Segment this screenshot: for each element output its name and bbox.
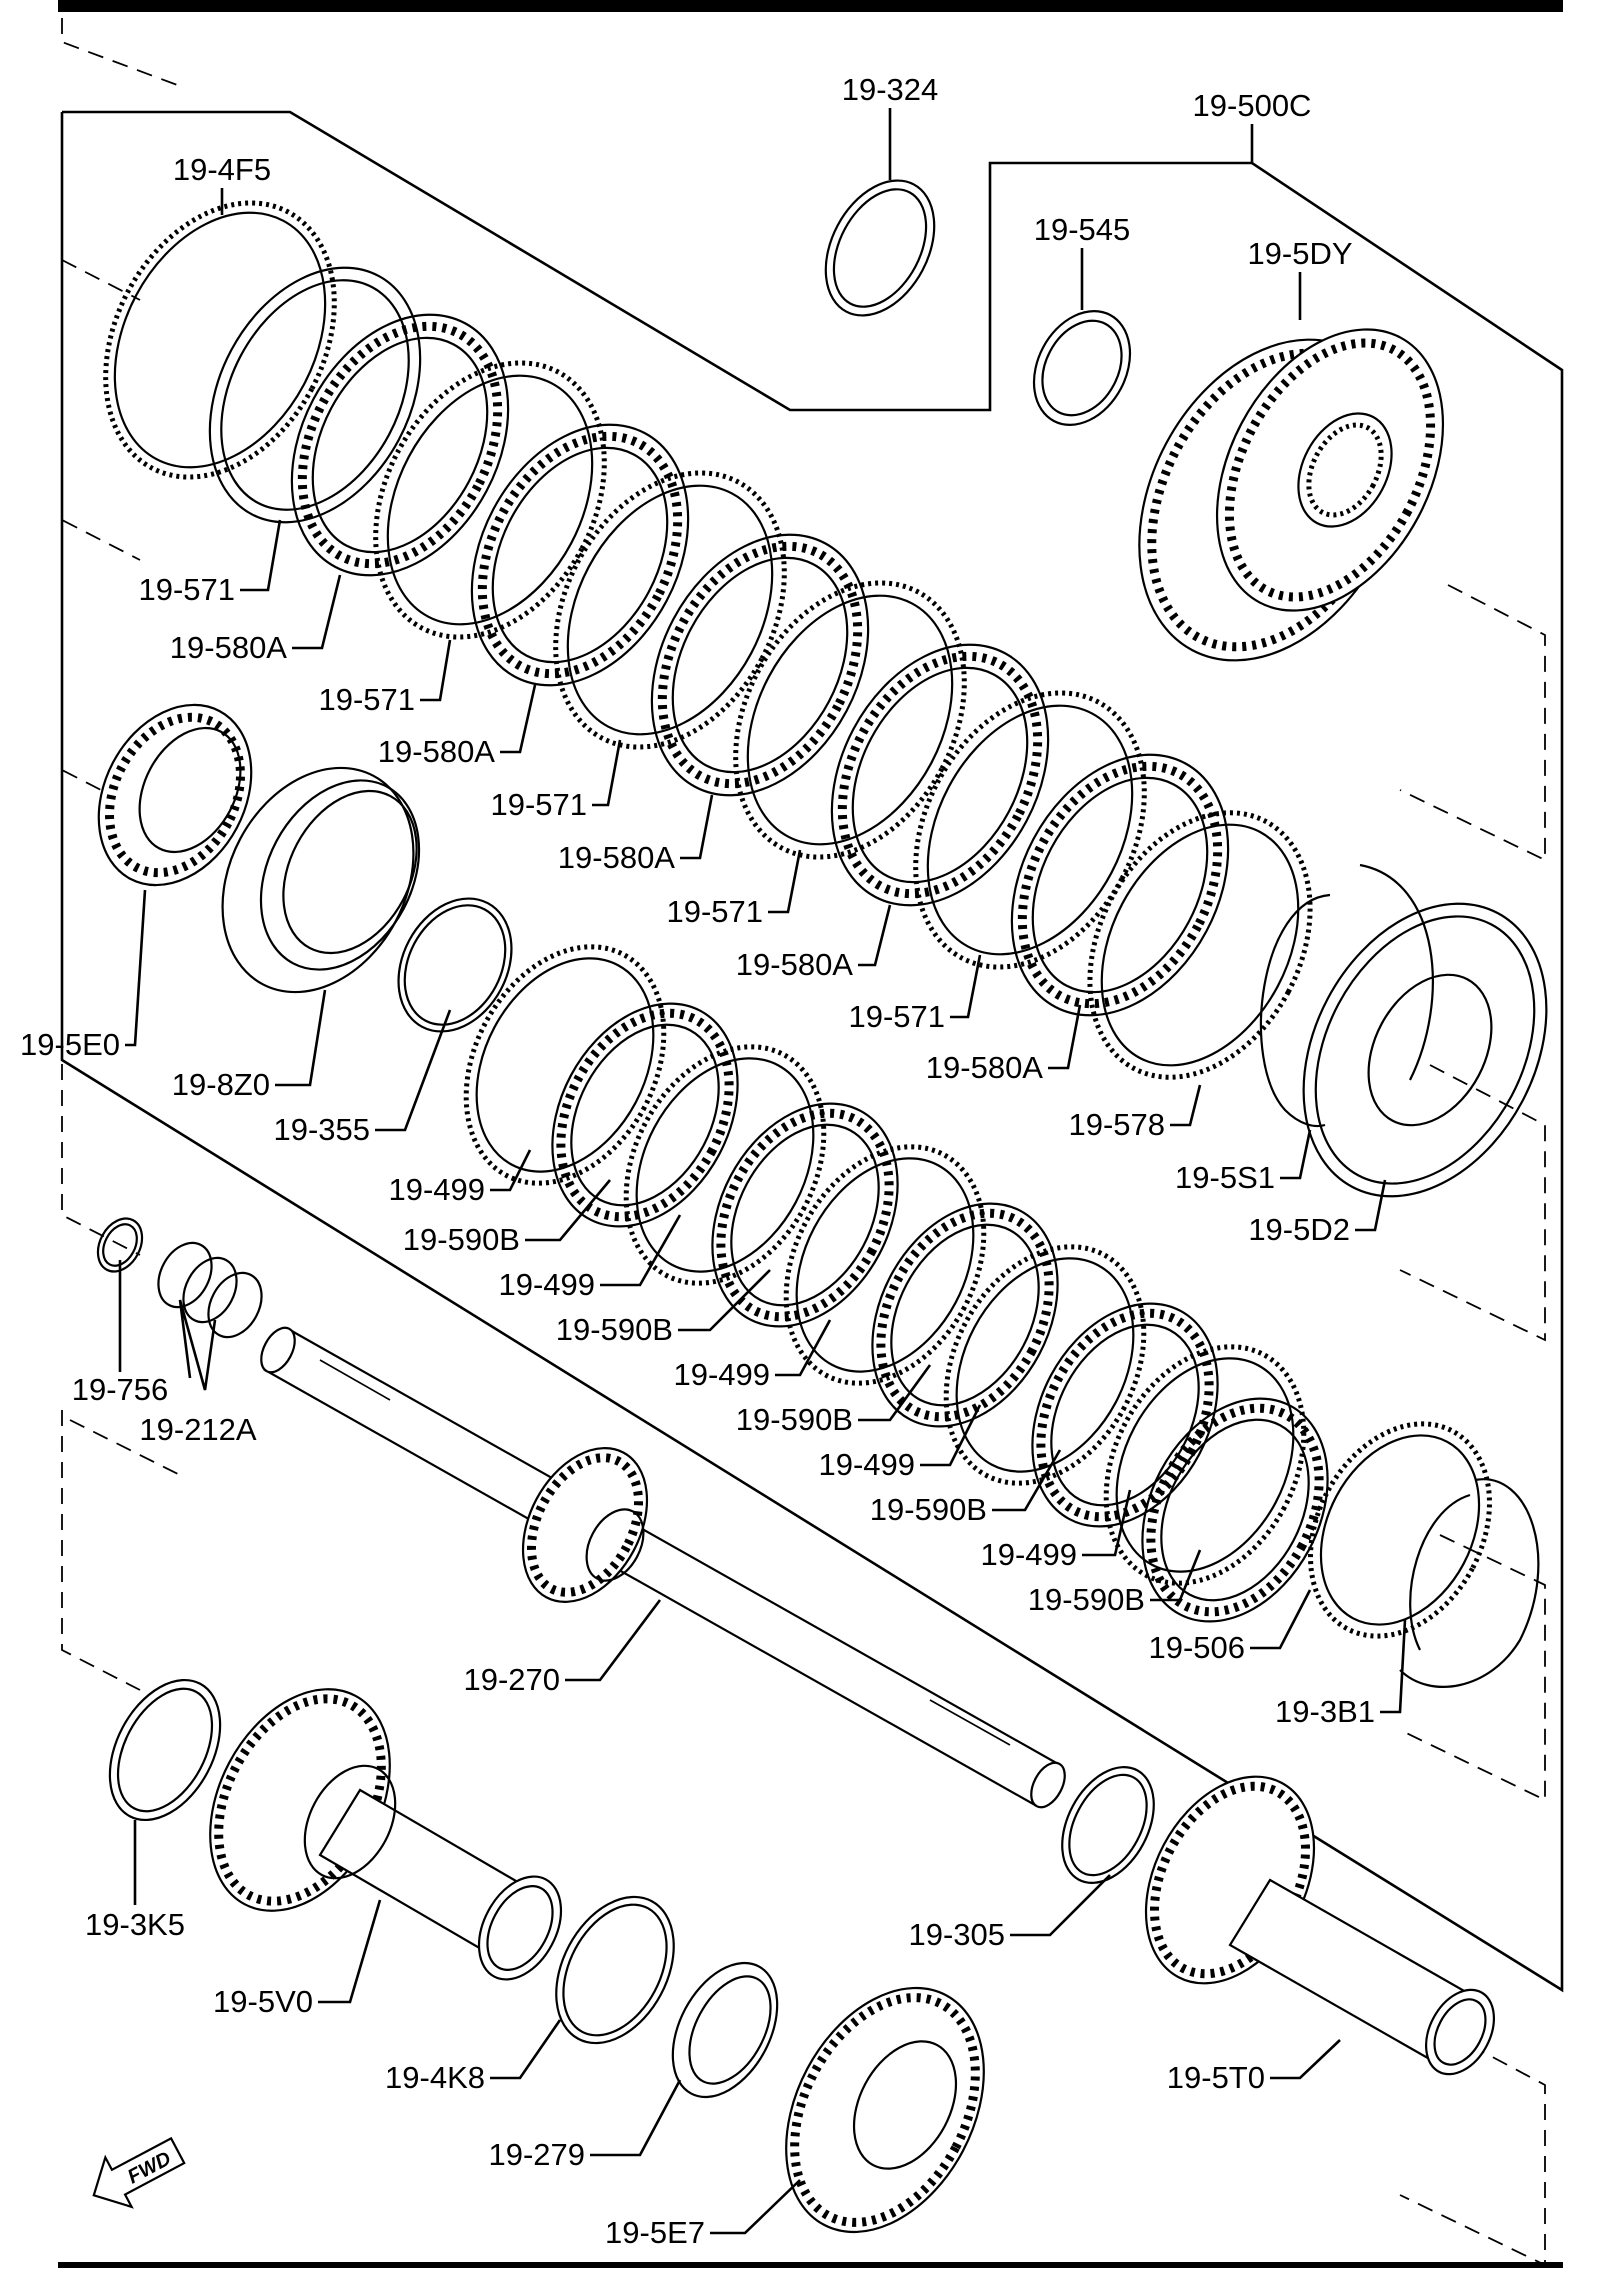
- part-545-seal: [1032, 310, 1132, 426]
- part-324-seal-ring: [824, 179, 936, 317]
- callout-5dy: 19-5DY: [1247, 236, 1352, 271]
- callout-580a-3: 19-580A: [558, 840, 676, 875]
- callout-499-5: 19-499: [980, 1537, 1077, 1572]
- part-5t0-gear-shaft: [1144, 1775, 1495, 2076]
- callout-580a-2: 19-580A: [378, 734, 496, 769]
- callout-506: 19-506: [1148, 1630, 1245, 1665]
- callout-500c: 19-500C: [1193, 88, 1312, 123]
- callout-4k8: 19-4K8: [385, 2060, 485, 2095]
- callout-590b-5: 19-590B: [1028, 1582, 1145, 1617]
- part-506-end-plate: [1308, 1421, 1492, 1639]
- part-279-bearing: [671, 1961, 779, 2099]
- callout-3k5: 19-3K5: [85, 1907, 185, 1942]
- callout-545: 19-545: [1034, 212, 1131, 247]
- callout-571-2: 19-571: [318, 682, 415, 717]
- clutch-plate-stack-upper: [208, 266, 1434, 1128]
- part-5dy-clutch-drum: [1138, 328, 1445, 662]
- part-5d2-retainer: [1302, 902, 1548, 1198]
- callout-279: 19-279: [488, 2137, 585, 2172]
- callout-5e7: 19-5E7: [605, 2215, 705, 2250]
- part-270-shaft: [260, 1326, 1066, 1809]
- callout-270: 19-270: [463, 1662, 560, 1697]
- top-border-bar: [58, 0, 1563, 12]
- callout-8z0: 19-8Z0: [172, 1067, 270, 1102]
- callout-324: 19-324: [842, 72, 939, 107]
- callout-499-4: 19-499: [818, 1447, 915, 1482]
- clutch-plate-stack-lower: [463, 944, 1329, 1623]
- callout-590b-2: 19-590B: [556, 1312, 673, 1347]
- callout-571-5: 19-571: [848, 999, 945, 1034]
- callout-590b-3: 19-590B: [736, 1402, 853, 1437]
- callout-580a-1: 19-580A: [170, 630, 288, 665]
- callout-labels: 19-324 19-500C 19-4F5 19-545 19-5DY 19-5…: [20, 72, 1375, 2250]
- callout-578: 19-578: [1068, 1107, 1165, 1142]
- part-5e0-bearing: [97, 703, 253, 887]
- part-5v0-gear-shaft: [209, 1688, 563, 1981]
- callout-5s1: 19-5S1: [1175, 1160, 1275, 1195]
- part-3k5-ring: [108, 1678, 222, 1822]
- part-355-snap-ring: [397, 897, 513, 1033]
- callout-571-1: 19-571: [138, 572, 235, 607]
- callout-590b-1: 19-590B: [403, 1222, 520, 1257]
- part-305-ring: [1061, 1766, 1155, 1884]
- callout-355: 19-355: [273, 1112, 370, 1147]
- part-756-seal: [96, 1217, 144, 1273]
- callout-4f5: 19-4F5: [173, 152, 271, 187]
- part-5e7-gear: [785, 1986, 985, 2234]
- callout-305: 19-305: [908, 1917, 1005, 1952]
- callout-499-1: 19-499: [388, 1172, 485, 1207]
- callout-580a-4: 19-580A: [736, 947, 854, 982]
- callout-212a: 19-212A: [139, 1412, 257, 1447]
- part-3b1-snap-ring: [1399, 1478, 1540, 1688]
- callout-5v0: 19-5V0: [213, 1984, 313, 2019]
- callout-580a-5: 19-580A: [926, 1050, 1044, 1085]
- dashed-guides: [61, 18, 1546, 2267]
- part-8z0-piston: [221, 766, 421, 994]
- callout-5e0: 19-5E0: [20, 1027, 120, 1062]
- callout-590b-4: 19-590B: [870, 1492, 987, 1527]
- callout-5t0: 19-5T0: [1167, 2060, 1265, 2095]
- leader-lines: [118, 108, 1407, 2235]
- part-4k8-washer: [555, 1895, 675, 2045]
- callout-5d2: 19-5D2: [1248, 1212, 1350, 1247]
- callout-499-2: 19-499: [498, 1267, 595, 1302]
- callout-756: 19-756: [72, 1372, 169, 1407]
- part-4f5-retaining-plate: [103, 200, 337, 480]
- callout-571-3: 19-571: [490, 787, 587, 822]
- callout-499-3: 19-499: [673, 1357, 770, 1392]
- callout-571-4: 19-571: [666, 894, 763, 929]
- bottom-border-bar: [58, 2262, 1563, 2268]
- fwd-arrow-icon: FWD: [92, 2136, 186, 2209]
- assembly-outline: [60, 110, 1564, 1993]
- callout-3b1: 19-3B1: [1275, 1694, 1375, 1729]
- part-212a-seal-rings: [157, 1241, 263, 1339]
